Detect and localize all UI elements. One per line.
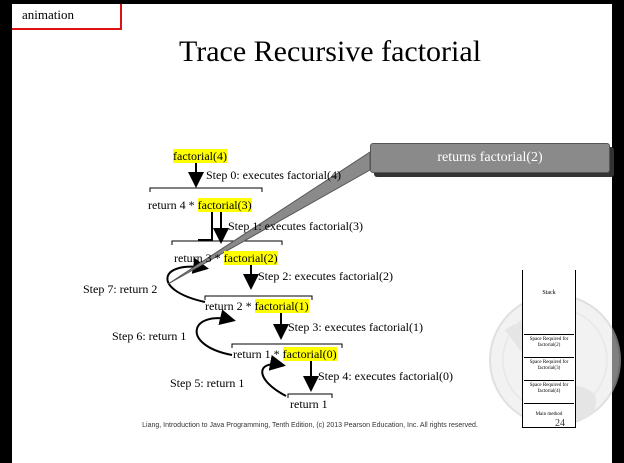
animation-tag: animation [12,4,122,30]
stack-label: Stack [542,290,556,296]
stack-frame-main: Main method [524,403,574,427]
slide-frame-top [0,0,624,4]
step-3-label: Step 3: executes factorial(1) [288,320,423,334]
stack-frame-factorial-4: Space Required for factorial(4) [524,380,574,403]
step-0-label: Step 0: executes factorial(4) [206,168,341,182]
returns-callout: returns factorial(2) [370,143,610,173]
slide-title: Trace Recursive factorial [178,35,482,68]
page-number: 24 [555,418,565,429]
return-1-text: return 1 * [233,347,283,361]
stack-frame-factorial-3: Space Required for factorial(3) [524,357,574,380]
call-factorial-4: factorial(4) [173,149,227,163]
step-5-label: Step 5: return 1 [170,376,245,390]
return-3-text: return 3 * [174,251,224,265]
slide-frame-left [0,0,12,463]
step-6-label: Step 6: return 1 [112,329,187,343]
return-4-line: return 4 * factorial(3) [148,198,252,212]
call-factorial-2: factorial(2) [223,251,278,265]
return-base: return 1 [290,397,328,411]
step-1-label: Step 1: executes factorial(3) [228,219,363,233]
call-factorial-3: factorial(3) [197,198,252,212]
return-4-text: return 4 * [148,198,198,212]
return-2-line: return 2 * factorial(1) [205,299,309,313]
slide-footer: Liang, Introduction to Java Programming,… [142,422,478,429]
stack-frame-factorial-2: Space Required for factorial(2) [524,334,574,357]
return-1-line: return 1 * factorial(0) [233,347,337,361]
call-factorial-1: factorial(1) [254,299,309,313]
step-4-label: Step 4: executes factorial(0) [318,369,453,383]
call-stack: Stack Space Required for factorial(2) Sp… [522,270,576,428]
step-2-label: Step 2: executes factorial(2) [258,269,393,283]
return-3-line: return 3 * factorial(2) [174,251,278,265]
step-7-label: Step 7: return 2 [83,282,158,296]
call-factorial-0: factorial(0) [282,347,337,361]
return-2-text: return 2 * [205,299,255,313]
